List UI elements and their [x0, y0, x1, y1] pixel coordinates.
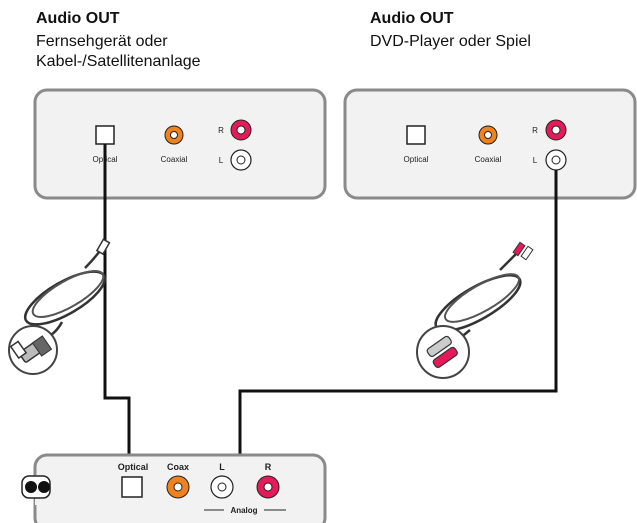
right-coaxial-label: Coaxial [475, 155, 502, 164]
optical-connection-line [103, 144, 131, 456]
right-optical-label: Optical [404, 155, 429, 164]
receiver-r-label: R [265, 462, 272, 472]
receiver-optical-label: Optical [118, 462, 149, 472]
speaker-grille-icon [21, 475, 51, 505]
left-optical-port [95, 125, 115, 145]
receiver-optical-port [121, 476, 143, 498]
optical-cable-icon [8, 238, 111, 375]
right-source-line1: DVD-Player oder Spiel [370, 33, 531, 50]
receiver-panel: Optical Coax L R Analog [21, 453, 327, 523]
left-source-line1: Fernsehgerät oder [36, 33, 168, 50]
left-r-label: R [218, 126, 224, 135]
right-l-label: L [533, 156, 538, 165]
rca-cable-icon [416, 241, 534, 379]
left-source-panel: Optical Coaxial R L [33, 88, 327, 200]
right-source-heading: Audio OUT [370, 10, 454, 27]
right-optical-port [406, 125, 426, 145]
left-source-line2: Kabel-/Satellitenanlage [36, 53, 201, 70]
left-source-heading: Audio OUT [36, 10, 120, 27]
left-l-label: L [219, 156, 224, 165]
analog-connection-line [238, 170, 558, 456]
right-r-label: R [532, 126, 538, 135]
receiver-analog-label: Analog [230, 506, 257, 515]
right-source-panel: Optical Coaxial R L [343, 88, 637, 200]
left-coaxial-label: Coaxial [161, 155, 188, 164]
receiver-coax-label: Coax [167, 462, 189, 472]
receiver-l-label: L [219, 462, 225, 472]
